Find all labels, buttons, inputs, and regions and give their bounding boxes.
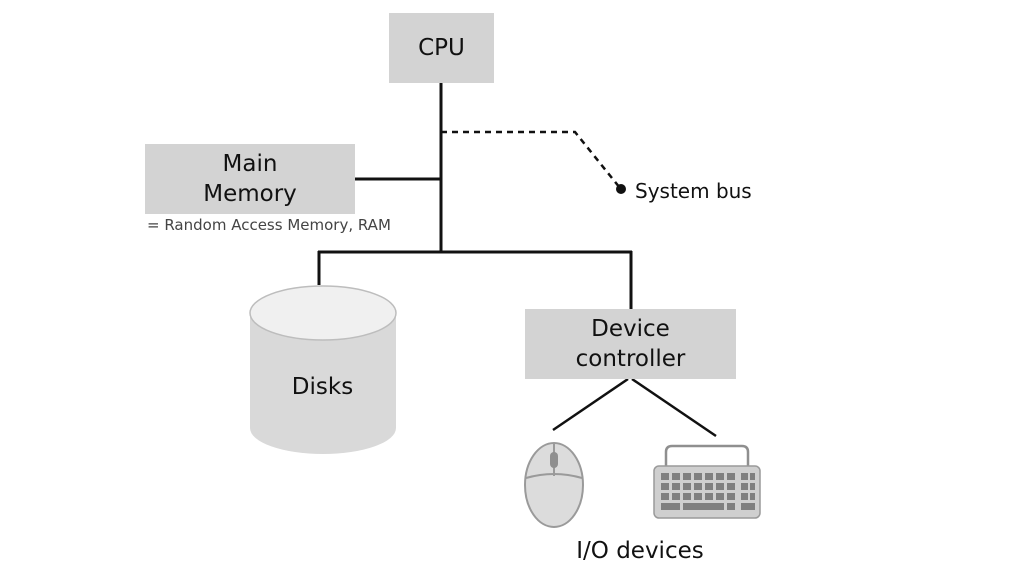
keyboard-connector bbox=[631, 377, 717, 438]
disks-cylinder-icon bbox=[249, 285, 397, 454]
device-controller-label-line1: Device bbox=[591, 316, 670, 342]
system-bus-pointer bbox=[441, 130, 621, 189]
io-devices-label: I/O devices bbox=[576, 538, 704, 564]
mouse-icon bbox=[524, 442, 584, 528]
main-memory-label-line1: Main bbox=[222, 151, 278, 177]
disks-label: Disks bbox=[291, 374, 354, 400]
device-controller-box: Device controller bbox=[525, 309, 736, 379]
main-memory-box: Main Memory bbox=[145, 144, 355, 214]
main-memory-note: = Random Access Memory, RAM bbox=[147, 216, 391, 234]
main-memory-label-line2: Memory bbox=[203, 181, 297, 207]
system-bus-label: System bus bbox=[635, 179, 752, 203]
mouse-connector bbox=[552, 377, 629, 432]
device-controller-label-line2: controller bbox=[575, 346, 686, 372]
system-bus-dot bbox=[616, 184, 626, 194]
cpu-label: CPU bbox=[418, 35, 465, 61]
keyboard-icon bbox=[653, 444, 761, 519]
cpu-box: CPU bbox=[389, 13, 494, 83]
